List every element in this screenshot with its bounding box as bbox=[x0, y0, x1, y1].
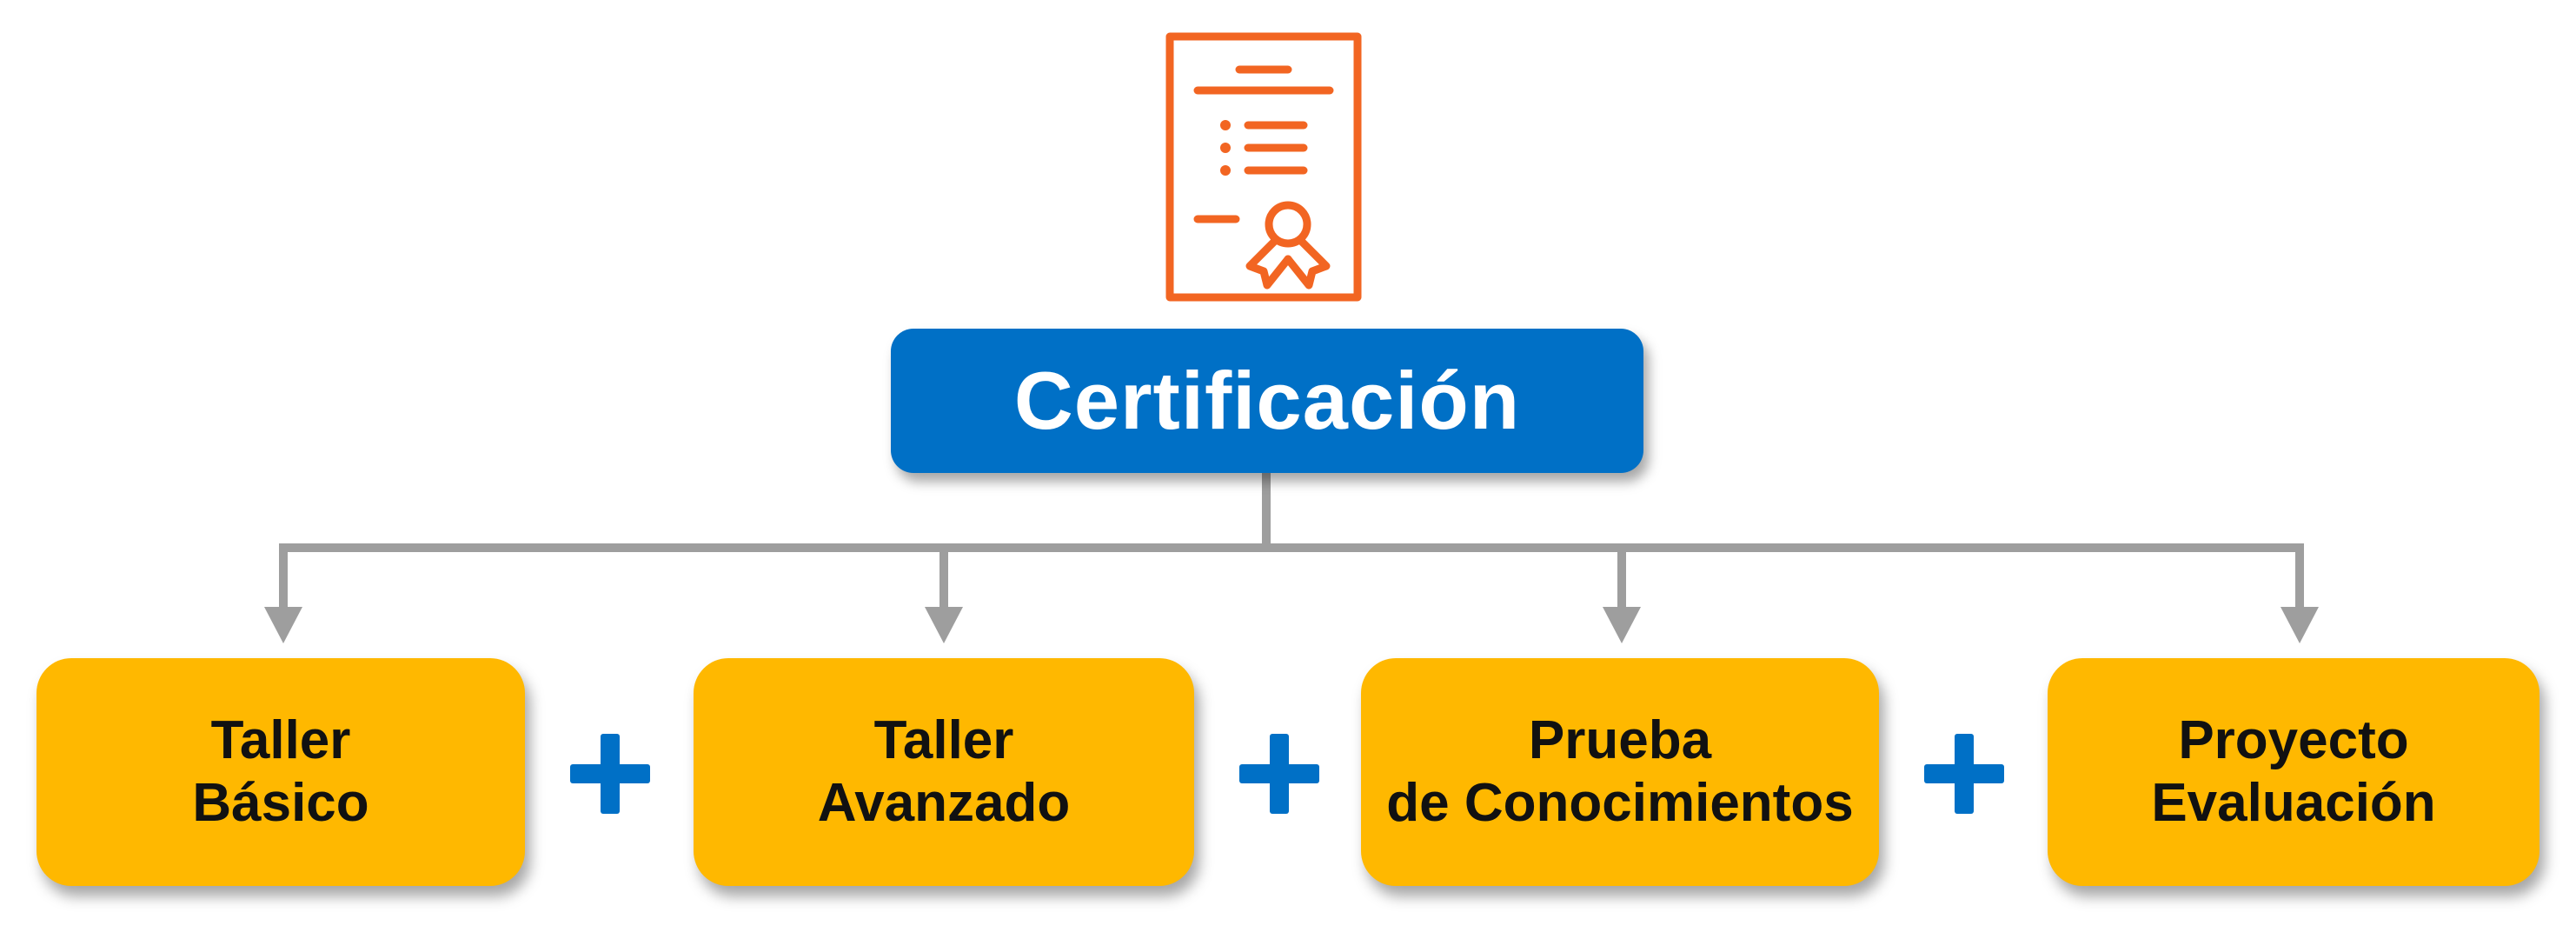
node-label-line1: Taller bbox=[210, 710, 351, 770]
node-label-line2: Avanzado bbox=[817, 773, 1071, 833]
node-label-line2: Evaluación bbox=[2151, 773, 2436, 833]
node-label-line1: Taller bbox=[873, 710, 1014, 770]
arrowhead-1 bbox=[264, 607, 302, 643]
arrowhead-2 bbox=[925, 607, 963, 643]
node-label-line2: de Conocimientos bbox=[1386, 773, 1854, 833]
certificate-icon bbox=[1165, 32, 1362, 302]
root-node-certificacion: Certificación bbox=[891, 329, 1643, 473]
node-label-line2: Básico bbox=[192, 773, 369, 833]
plus-icon bbox=[1239, 734, 1319, 814]
node-taller-avanzado: Taller Avanzado bbox=[694, 658, 1194, 886]
node-label-line1: Proyecto bbox=[2178, 710, 2409, 770]
plus-icon bbox=[570, 734, 650, 814]
arrowhead-4 bbox=[2281, 607, 2319, 643]
arrowhead-3 bbox=[1603, 607, 1641, 643]
node-prueba-de-conocimientos: Prueba de Conocimientos bbox=[1361, 658, 1879, 886]
node-taller-basico: Taller Básico bbox=[37, 658, 525, 886]
root-node-label: Certificación bbox=[1013, 355, 1521, 446]
node-label-line1: Prueba bbox=[1528, 710, 1712, 770]
node-proyecto-evaluacion: Proyecto Evaluación bbox=[2048, 658, 2539, 886]
plus-icon bbox=[1924, 734, 2004, 814]
